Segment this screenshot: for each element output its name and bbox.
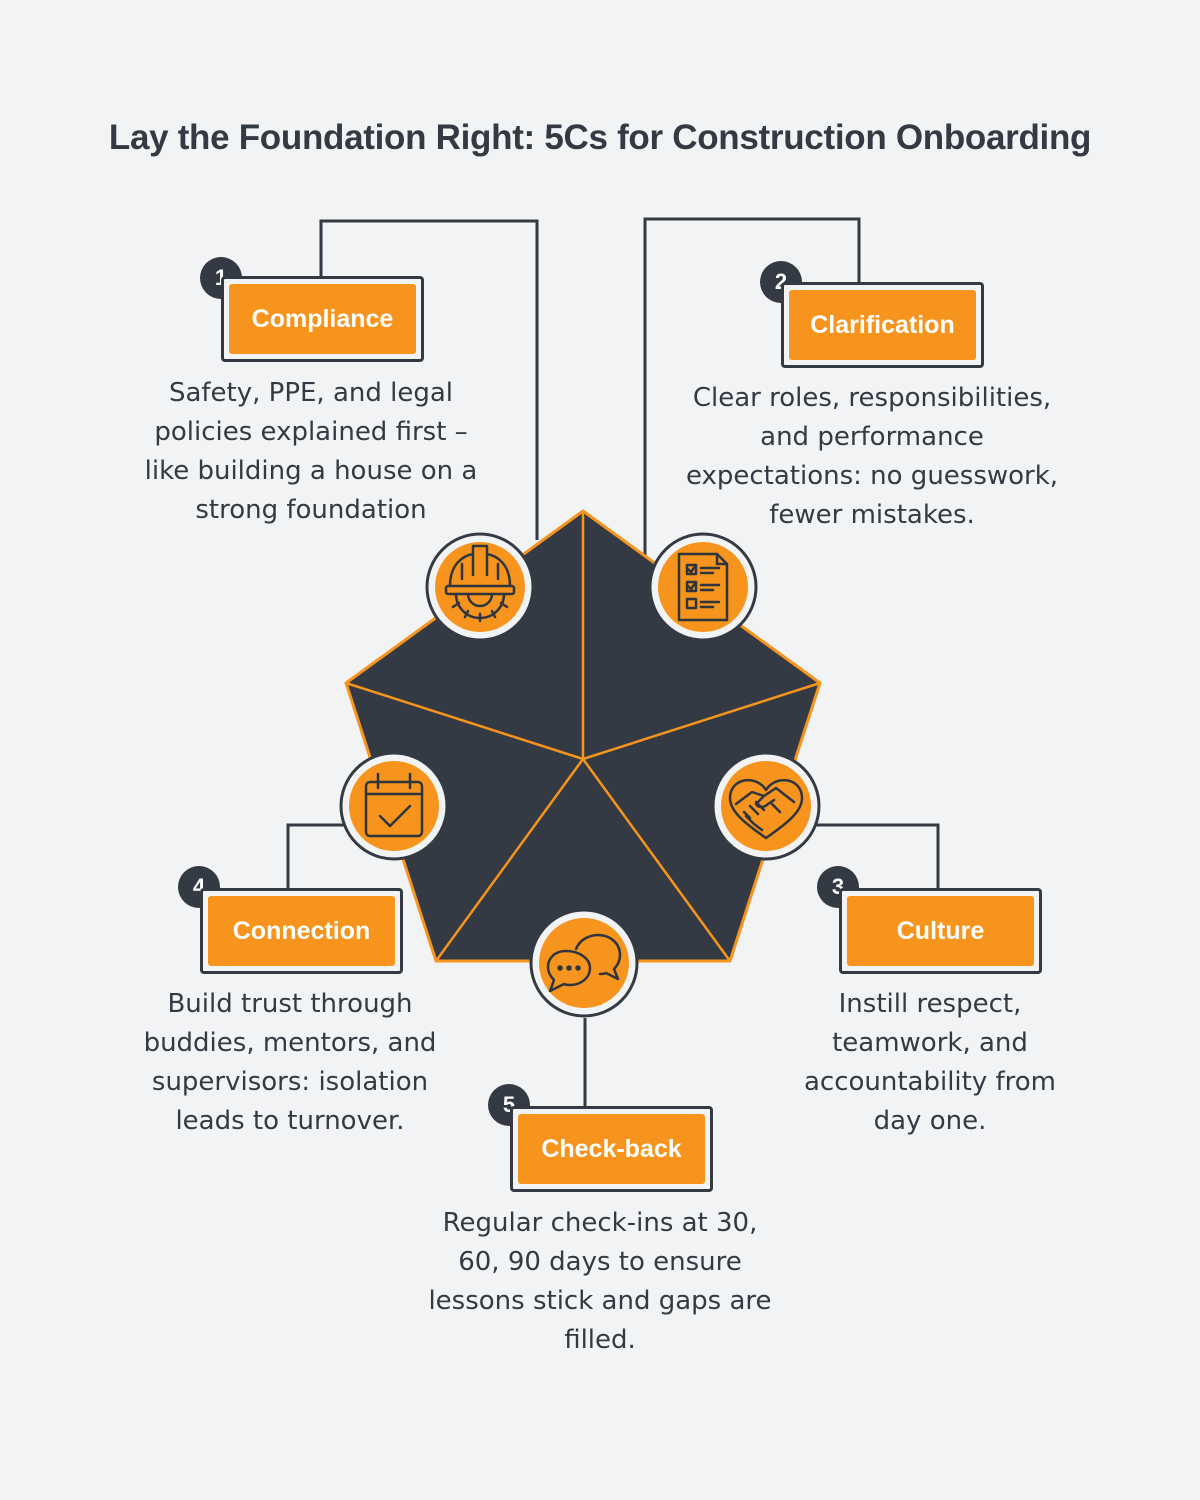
connector-compliance — [319, 219, 539, 540]
step-description-connection: Build trust through buddies, mentors, an… — [143, 989, 437, 1136]
step-label-text: Connection — [208, 896, 395, 966]
step-label-clarification: Clarification — [781, 282, 984, 368]
step-description-compliance: Safety, PPE, and legal policies explaine… — [144, 378, 478, 525]
step-label-text: Clarification — [789, 290, 976, 360]
step-label-compliance: Compliance — [221, 276, 424, 362]
page-title: Lay the Foundation Right: 5Cs for Constr… — [108, 118, 1092, 157]
step-number-culture: 3 — [817, 866, 859, 908]
chat-bubbles-icon — [529, 908, 639, 1018]
pentagon-divider-bottom-left — [434, 758, 585, 962]
step-label-text: Culture — [847, 896, 1034, 966]
hard-hat-gear-icon — [425, 532, 535, 642]
step-description-culture: Instill respect, teamwork, and accountab… — [803, 989, 1057, 1136]
step-label-connection: Connection — [200, 888, 403, 974]
pentagon-divider-right — [582, 681, 821, 761]
calendar-check-icon — [339, 751, 449, 861]
connector-culture — [805, 823, 940, 888]
step-description-check-back: Regular check-ins at 30, 60, 90 days to … — [428, 1208, 772, 1355]
checklist-document-icon — [648, 532, 758, 642]
step-label-culture: Culture — [839, 888, 1042, 974]
step-label-text: Compliance — [229, 284, 416, 354]
handshake-heart-icon — [711, 751, 821, 861]
step-label-text: Check-back — [518, 1114, 705, 1184]
step-label-check-back: Check-back — [510, 1106, 713, 1192]
connectors — [286, 217, 940, 1106]
connector-connection — [286, 823, 360, 888]
connector-clarification — [643, 217, 861, 555]
pentagon-divider-bottom-right — [581, 758, 732, 962]
step-description-clarification: Clear roles, responsibilities, and perfo… — [685, 383, 1059, 530]
pentagon-divider-left — [345, 681, 584, 761]
